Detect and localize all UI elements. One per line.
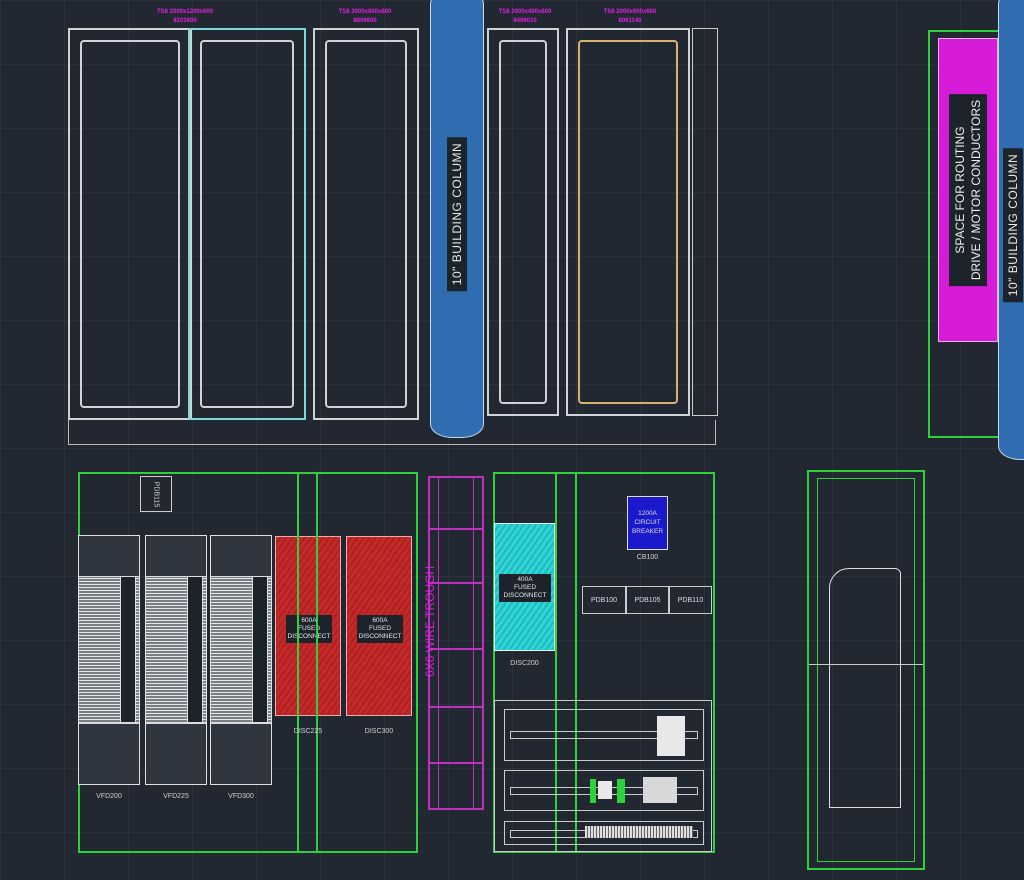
type: FUSED: [368, 625, 392, 632]
enclosure-4[interactable]: [566, 28, 690, 416]
enclosure-2-header: TS8 2000x800x600 8806600: [310, 8, 420, 26]
enclosure-2[interactable]: [313, 28, 419, 420]
pdb115-label: PDB115: [152, 481, 160, 508]
enclosure-spec: TS8 2000x600x600: [603, 9, 657, 15]
vfd-225[interactable]: [145, 535, 207, 785]
building-column-right: 10" BUILDING COLUMN: [998, 0, 1024, 460]
routing-space: SPACE FOR ROUTING DRIVE / MOTOR CONDUCTO…: [938, 38, 998, 342]
routing-line-1: SPACE FOR ROUTING: [953, 126, 967, 254]
enclosure-4-header: TS8 2000x600x600 8061140: [575, 8, 685, 26]
type: FUSED: [297, 625, 321, 632]
disc200-tag: DISC200: [510, 660, 539, 667]
din-rail-group-3: [504, 821, 704, 845]
rating: 600A: [372, 617, 388, 624]
rating: 400A: [517, 576, 533, 583]
side-panel: [692, 28, 718, 416]
wire-trough: [428, 476, 484, 810]
breaker-type: BREAKER: [631, 528, 664, 535]
pdb115-box: PDB115: [140, 476, 172, 512]
building-column-label: 10" BUILDING COLUMN: [447, 136, 467, 292]
enclosure-3[interactable]: [487, 28, 559, 416]
vfd-225-label: VFD225: [163, 793, 189, 800]
type: FUSED: [513, 584, 537, 591]
routing-space-label: SPACE FOR ROUTING DRIVE / MOTOR CONDUCTO…: [949, 93, 987, 287]
cb100-tag: CB100: [636, 554, 659, 561]
breaker-rating: 1200A: [638, 510, 657, 517]
rating: 600A: [301, 617, 317, 624]
enclosure-distribution-section[interactable]: [493, 472, 715, 853]
vfd-200[interactable]: [78, 535, 140, 785]
type: DISCONNECT: [287, 633, 331, 640]
vertical-channel: [297, 472, 318, 853]
disc300-tag: DISC300: [364, 728, 394, 735]
enclosure-3-header: TS8 2000x400x600 8406010: [470, 8, 580, 26]
disc225-tag: DISC225: [293, 728, 323, 735]
enclosure-1-header: TS8 2000x1200x600 8201600: [130, 8, 240, 26]
routing-line-2: DRIVE / MOTOR CONDUCTORS: [969, 99, 983, 281]
circuit-breaker[interactable]: 1200A CIRCUIT BREAKER: [627, 496, 668, 550]
building-column: 10" BUILDING COLUMN: [430, 0, 484, 438]
enclosure-spec: TS8 2000x1200x600: [156, 9, 214, 15]
din-rail-group-2: [504, 770, 704, 811]
pdb105[interactable]: PDB105: [626, 586, 669, 614]
building-column-label: 10" BUILDING COLUMN: [1003, 147, 1023, 303]
pdb110[interactable]: PDB110: [669, 586, 712, 614]
breaker-type: CIRCUIT: [634, 519, 661, 526]
enclosure-part: 8061140: [618, 18, 642, 24]
wire-trough-label: 6X6 WIRE TROUGH: [423, 565, 437, 677]
enclosure-1-right-door[interactable]: [188, 28, 306, 420]
vfd-300[interactable]: [210, 535, 272, 785]
enclosure-part: 8806600: [353, 18, 377, 24]
enclosure-spec: TS8 2000x800x600: [338, 9, 392, 15]
type: DISCONNECT: [503, 592, 547, 599]
pdb100[interactable]: PDB100: [582, 586, 626, 614]
din-rail-group-1: [504, 709, 704, 761]
type: DISCONNECT: [358, 633, 402, 640]
vfd-300-label: VFD300: [228, 793, 254, 800]
control-panel: [494, 700, 712, 852]
vertical-channel: [555, 472, 577, 853]
enclosure-1-left-door[interactable]: [68, 28, 192, 420]
side-enclosure-bottom[interactable]: [807, 470, 925, 870]
vfd-200-label: VFD200: [96, 793, 122, 800]
enclosure-part: 8201600: [173, 18, 197, 24]
drive-side-profile: [829, 568, 901, 808]
enclosure-part: 8406010: [513, 18, 537, 24]
enclosure-spec: TS8 2000x400x600: [498, 9, 552, 15]
base-plinth: [68, 420, 716, 445]
